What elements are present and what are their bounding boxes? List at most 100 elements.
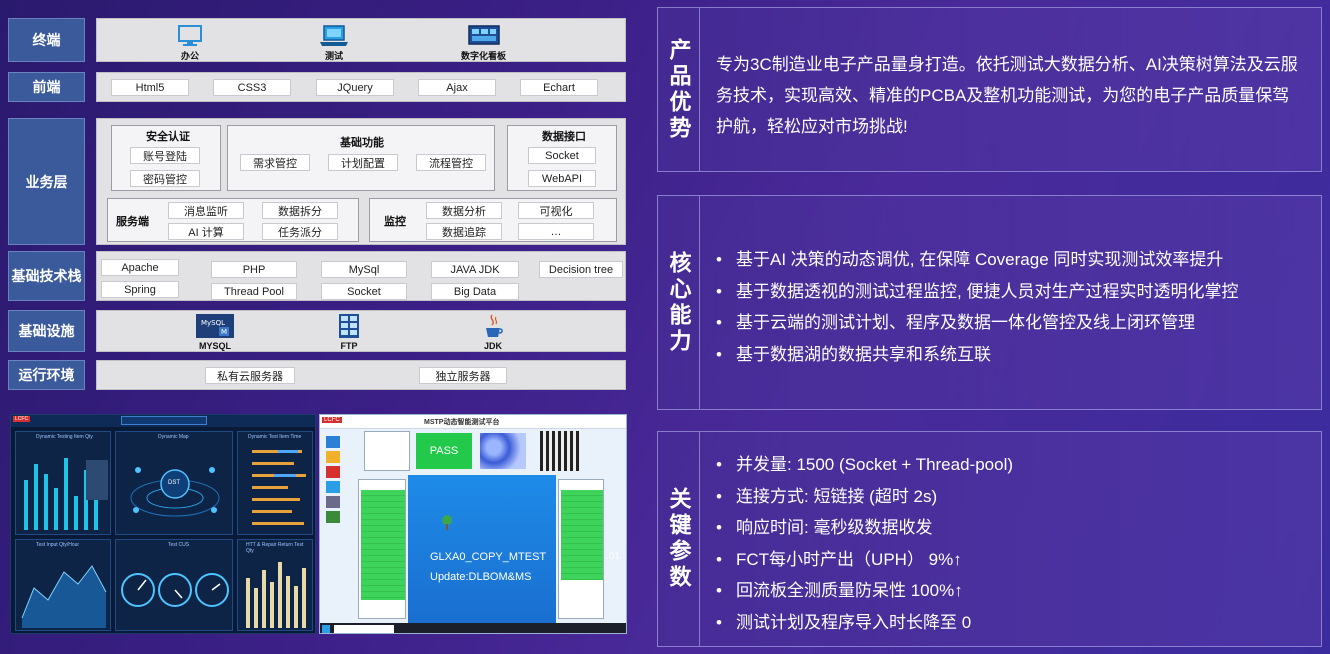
layer-terminal: 终端 办公 测试 xyxy=(8,18,626,62)
qr-code xyxy=(540,431,580,471)
service-message-listen: 消息监听 xyxy=(168,202,244,219)
dashboard-panel-4: Test Input Qty/Hour xyxy=(15,539,111,631)
pass-status: PASS xyxy=(416,433,472,469)
layer-body-frontend: Html5 CSS3 JQuery Ajax Echart xyxy=(96,72,626,102)
layer-label-frontend: 前端 xyxy=(8,72,85,102)
platform-logo: LCFC xyxy=(322,417,342,423)
desktop-app-icon[interactable] xyxy=(326,496,340,508)
update-message-box: GLXA0_COPY_MTEST Update:DLBOM&MS xyxy=(408,475,556,623)
layer-label-terminal: 终端 xyxy=(8,18,85,62)
dashboard-panel-3: Dynamic Test Item Time xyxy=(237,431,313,535)
runtime-dedicated-server: 独立服务器 xyxy=(419,367,507,384)
security-login: 账号登陆 xyxy=(130,147,200,164)
tech-php: PHP xyxy=(211,261,297,278)
terminal-office: 办公 xyxy=(177,25,203,62)
desktop-app-icon[interactable] xyxy=(326,466,340,478)
core-capability-list: 基于AI 决策的动态调优, 在保障 Coverage 同时实现测试效率提升 基于… xyxy=(716,244,1311,370)
key-parameter-item: 测试计划及程序导入时长降至 0 xyxy=(716,607,1311,639)
key-parameter-item: FCT每小时产出（UPH） 9%↑ xyxy=(716,544,1311,576)
desktop-folder-icon[interactable] xyxy=(326,451,340,463)
terminal-dashboard-label: 数字化看板 xyxy=(461,51,507,61)
dashboard-panel-6-title: HTT & Repair Return Test Qty xyxy=(246,542,304,554)
monitor-icon xyxy=(178,25,202,46)
layer-label-runtime: 运行环境 xyxy=(8,360,85,390)
tech-socket: Socket xyxy=(321,283,407,300)
dashboard-center-label: DST xyxy=(168,480,180,486)
tech-big-data: Big Data xyxy=(431,283,519,300)
monitor-tracing: 数据追踪 xyxy=(426,223,502,240)
desktop-app-icon[interactable] xyxy=(326,436,340,448)
tech-thread-pool: Thread Pool xyxy=(211,283,297,300)
java-cup-icon xyxy=(486,314,503,337)
update-line-2: Update:DLBOM&MS xyxy=(430,571,532,583)
panel-key-parameters-title: 关键参数 xyxy=(666,487,692,591)
result-list-left xyxy=(358,479,406,619)
panel-core-capability-title: 核心能力 xyxy=(666,250,692,355)
layer-frontend: 前端 Html5 CSS3 JQuery Ajax Echart xyxy=(8,72,626,102)
svg-text:M: M xyxy=(221,328,227,336)
update-line-1: GLXA0_COPY_MTEST xyxy=(430,551,547,563)
layer-label-infrastructure: 基础设施 xyxy=(8,310,85,352)
tech-java-jdk: JAVA JDK xyxy=(431,261,519,278)
windows-start-icon[interactable] xyxy=(322,625,330,633)
basic-process: 流程管控 xyxy=(416,154,486,171)
infra-ftp: FTP xyxy=(337,313,361,351)
update-line-1-tail: .01 xyxy=(606,551,620,562)
layer-body-runtime: 私有云服务器 独立服务器 xyxy=(96,360,626,390)
dashboard-panel-6: HTT & Repair Return Test Qty xyxy=(237,539,313,631)
dashboard-panel-5-title: Test CUS xyxy=(168,542,190,548)
platform-title: MSTP动态智能测试平台 xyxy=(424,419,500,426)
test-platform-screenshot: LCFC MSTP动态智能测试平台 PASS GLXA0_COPY_MTEST … xyxy=(319,414,627,634)
group-basic-title: 基础功能 xyxy=(340,137,384,149)
dashboard-bars-1 xyxy=(24,458,108,530)
core-capability-item: 基于云端的测试计划、程序及数据一体化管控及线上闭环管理 xyxy=(716,307,1311,339)
group-data-interface-title: 数据接口 xyxy=(542,131,586,143)
dashboard-panel-2: Dynamic Map DST xyxy=(115,431,233,535)
svg-text:MySQL: MySQL xyxy=(201,319,225,327)
terminal-test: 测试 xyxy=(319,25,349,62)
dashboard-panel-2-title: Dynamic Map xyxy=(158,434,189,440)
platform-info-panel xyxy=(364,431,410,471)
monitor-visualization: 可视化 xyxy=(518,202,594,219)
panel-product-advantage-title: 产品优势 xyxy=(666,37,692,142)
panel-key-parameters-header: 关键参数 xyxy=(658,432,700,646)
layer-label-tech-stack: 基础技术栈 xyxy=(8,251,85,301)
dashboard-gauges xyxy=(121,573,229,607)
frontend-ajax: Ajax xyxy=(418,79,496,96)
pattern-image xyxy=(480,433,526,469)
key-parameter-item: 连接方式: 短链接 (超时 2s) xyxy=(716,481,1311,513)
dashboard-header: LCFC xyxy=(11,415,315,427)
taskbar-search-input[interactable] xyxy=(334,625,394,633)
service-task-dispatch: 任务派分 xyxy=(262,223,338,240)
group-monitor-title: 监控 xyxy=(384,216,406,228)
group-security: 安全认证 账号登陆 密码管控 xyxy=(111,125,221,191)
panel-product-advantage-text: 专为3C制造业电子产品量身打造。依托测试大数据分析、AI决策树算法及云服务技术，… xyxy=(716,55,1298,136)
panel-key-parameters: 关键参数 并发量: 1500 (Socket + Thread-pool) 连接… xyxy=(657,431,1322,647)
core-capability-item: 基于数据湖的数据共享和系统互联 xyxy=(716,339,1311,371)
terminal-test-label: 测试 xyxy=(324,51,343,61)
ftp-server-icon xyxy=(339,314,359,338)
result-rows-right xyxy=(561,490,603,580)
key-parameter-item: 并发量: 1500 (Socket + Thread-pool) xyxy=(716,449,1311,481)
frontend-css3: CSS3 xyxy=(213,79,291,96)
dashboard-logo: LCFC xyxy=(13,416,31,422)
terminal-dashboard: 数字化看板 xyxy=(461,25,506,62)
dashboard-screenshot: LCFC Dynamic Testing Item Qty Dynamic Ma… xyxy=(10,414,316,634)
dashboard-network-map xyxy=(130,467,220,517)
dashboard-board-icon xyxy=(467,25,500,45)
desktop-app-icon[interactable] xyxy=(326,511,340,523)
frontend-echart: Echart xyxy=(520,79,598,96)
monitor-analysis: 数据分析 xyxy=(426,202,502,219)
panel-product-advantage: 产品优势 专为3C制造业电子产品量身打造。依托测试大数据分析、AI决策树算法及云… xyxy=(657,7,1322,172)
basic-plan-config: 计划配置 xyxy=(328,154,398,171)
infra-mysql-label: MYSQL xyxy=(198,341,231,351)
infra-jdk: JDK xyxy=(483,313,503,351)
group-security-title: 安全认证 xyxy=(146,131,190,143)
desktop-browser-icon[interactable] xyxy=(326,481,340,493)
frontend-html5: Html5 xyxy=(111,79,189,96)
interface-socket: Socket xyxy=(528,147,596,164)
layer-label-business: 业务层 xyxy=(8,118,85,245)
group-data-interface: 数据接口 Socket WebAPI xyxy=(507,125,617,191)
dashboard-column-chart xyxy=(246,562,306,628)
tech-spring: Spring xyxy=(101,281,179,298)
